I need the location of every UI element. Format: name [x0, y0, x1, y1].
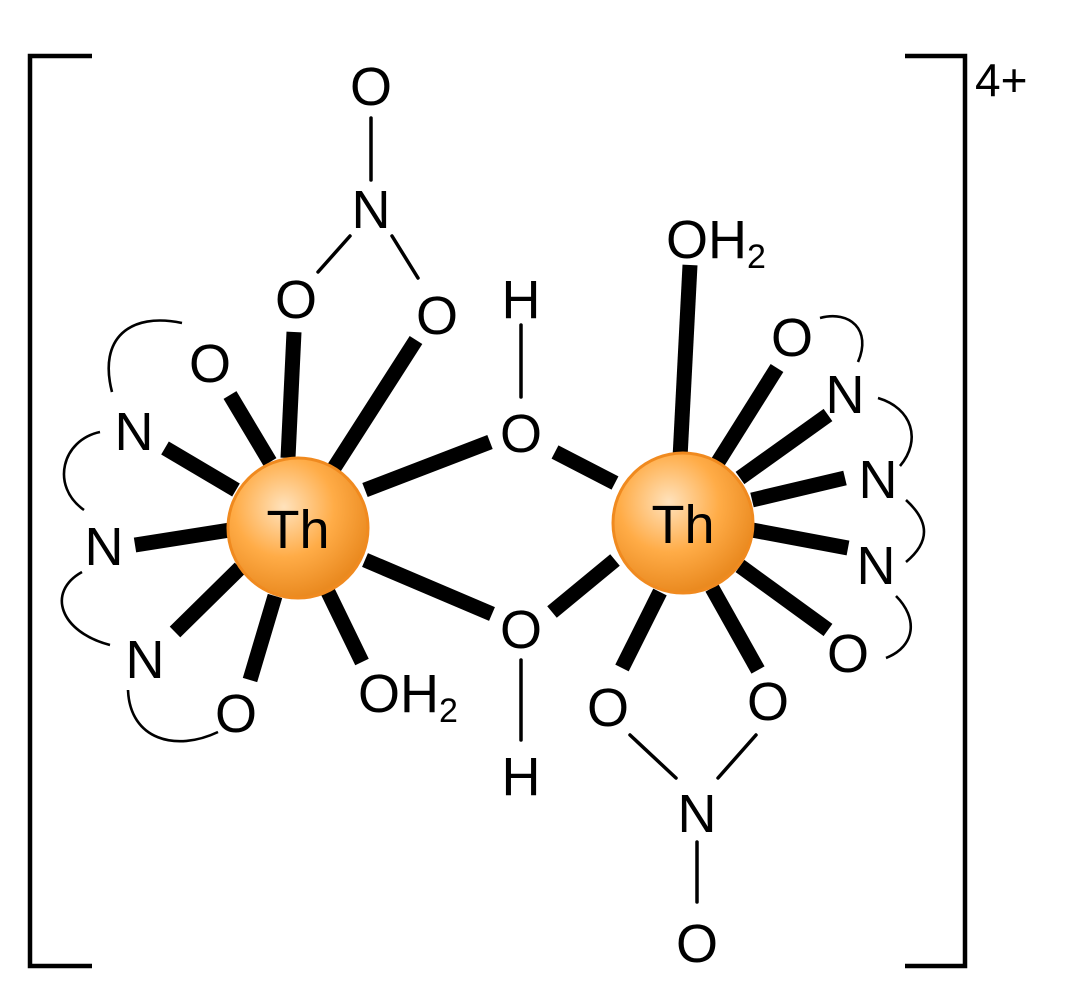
bridge-top-hydrogen: H [502, 270, 541, 330]
thorium-left-sphere [226, 456, 370, 600]
left-water: OH2 [358, 664, 458, 730]
right-ligand-nitrogen-2: N [859, 450, 898, 510]
left-ligand-nitrogen-3: N [126, 630, 165, 690]
right-ligand-oxygen-bottom: O [827, 624, 869, 684]
right-ligand-nitrogen-1: N [826, 365, 865, 425]
nitrate-bottom-oxygen-left: O [587, 678, 629, 738]
thorium-right-label: Th [651, 495, 714, 555]
thorium-left-label: Th [266, 500, 329, 560]
left-ligand-nitrogen-2: N [85, 517, 124, 577]
nitrate-top-terminal-oxygen: O [350, 57, 392, 117]
left-bracket [27, 53, 92, 969]
bridge-bottom-hydrogen: H [502, 747, 541, 807]
left-ligand-oxygen-top: O [189, 334, 231, 394]
nitrate-bottom-terminal-oxygen: O [676, 914, 718, 974]
nitrate-bottom-oxygen-right: O [747, 672, 789, 732]
nitrate-top-oxygen-left: O [275, 270, 317, 330]
right-water: OH2 [666, 210, 766, 276]
nitrate-bottom-nitrogen: N [678, 784, 717, 844]
right-chelate-arcs [819, 315, 926, 660]
left-chelate-arcs [60, 319, 219, 743]
complex-charge: 4+ [975, 54, 1027, 106]
right-bracket [905, 53, 968, 969]
left-ligand-oxygen-bottom: O [215, 684, 257, 744]
right-ligand-oxygen-top: O [771, 308, 813, 368]
thorium-right-sphere [611, 451, 755, 595]
left-th-bonds [133, 331, 495, 683]
thin-bonds [316, 116, 758, 904]
bridge-top-oxygen: O [500, 404, 542, 464]
nitrate-top-oxygen-right: O [416, 286, 458, 346]
left-ligand-nitrogen-1: N [115, 402, 154, 462]
right-ligand-nitrogen-3: N [857, 536, 896, 596]
bridge-bottom-oxygen: O [500, 600, 542, 660]
right-th-bonds [547, 264, 850, 674]
nitrate-top-nitrogen: N [352, 180, 391, 240]
